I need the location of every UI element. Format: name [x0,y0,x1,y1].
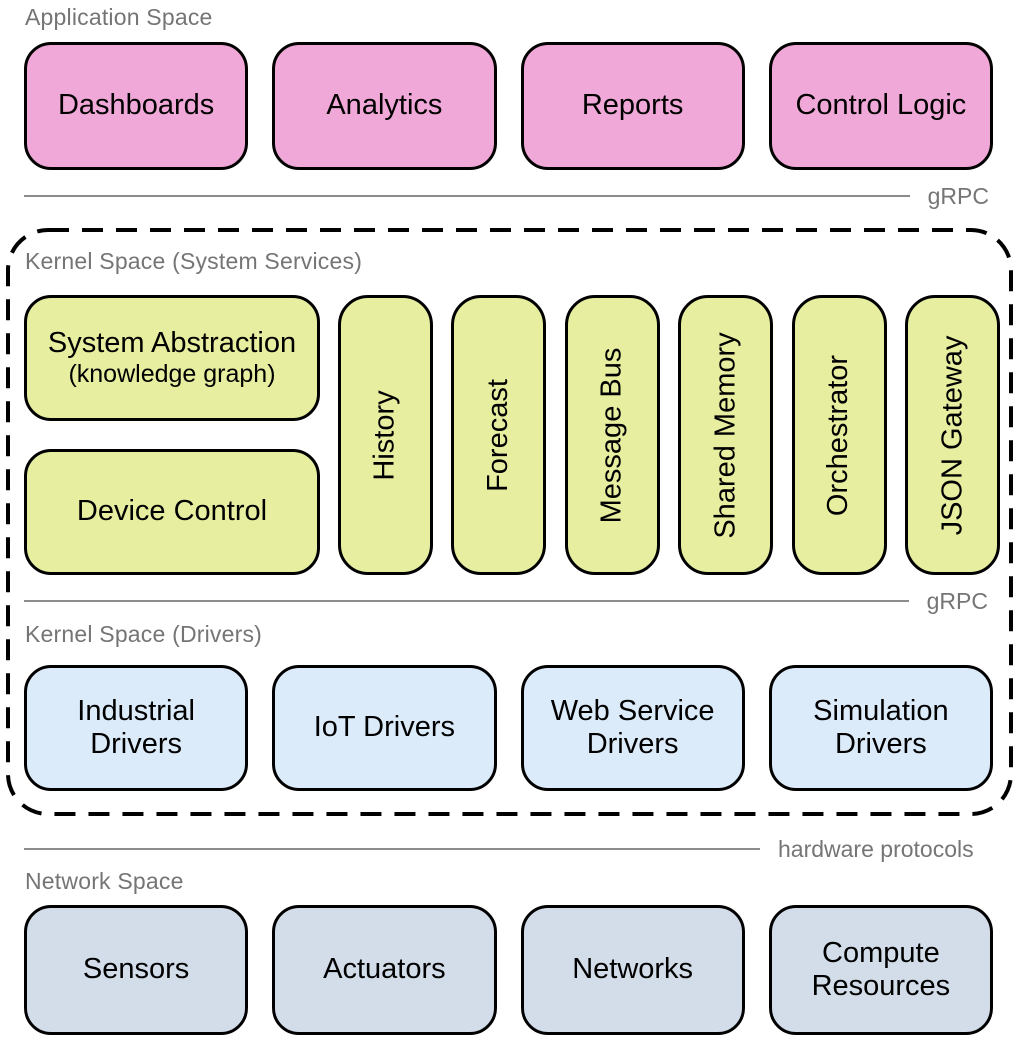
hardware-protocols-line [24,848,760,850]
reports-box: Reports [520,42,745,170]
forecast-label: Forecast [482,378,515,492]
networks-box: Networks [520,905,745,1035]
system-abstraction-subtitle: (knowledge graph) [68,360,276,389]
vertical-services-row: History Forecast Message Bus Shared Memo… [338,295,1000,575]
message-bus-label: Message Bus [595,347,628,523]
services-left-column: System Abstraction (knowledge graph) Dev… [24,295,320,575]
shared-memory-box: Shared Memory [678,295,774,575]
grpc-middle-separator: gRPC [24,587,988,615]
compute-resources-box: Compute Resources [768,905,993,1035]
hardware-protocols-label: hardware protocols [778,835,974,862]
kernel-services-label: Kernel Space (System Services) [25,248,363,274]
forecast-box: Forecast [451,295,547,575]
system-abstraction-title: System Abstraction [47,326,297,359]
kernel-drivers-label: Kernel Space (Drivers) [25,621,263,647]
grpc-top-separator: gRPC [24,182,989,210]
history-box: History [338,295,433,575]
control-logic-box: Control Logic [768,42,993,170]
grpc-middle-line [24,600,909,602]
kernel-dashed-container: Kernel Space (System Services) System Ab… [6,228,1013,816]
simulation-drivers-box: Simulation Drivers [768,665,993,791]
industrial-drivers-box: Industrial Drivers [24,665,249,791]
dashboards-box: Dashboards [24,42,249,170]
history-label: History [369,389,402,481]
grpc-middle-label: gRPC [926,587,988,614]
system-abstraction-box: System Abstraction (knowledge graph) [24,295,320,421]
sensors-box: Sensors [24,905,249,1035]
dashed-border [6,228,1013,816]
json-gateway-box: JSON Gateway [904,295,1000,575]
json-gateway-label: JSON Gateway [935,335,968,535]
kernel-drivers-row: Industrial Drivers IoT Drivers Web Servi… [24,665,993,791]
orchestrator-box: Orchestrator [791,295,887,575]
application-space-row: Dashboards Analytics Reports Control Log… [24,42,993,170]
actuators-box: Actuators [272,905,497,1035]
device-control-box: Device Control [24,449,320,575]
hardware-protocols-separator: hardware protocols [24,835,993,863]
analytics-box: Analytics [272,42,497,170]
orchestrator-label: Orchestrator [822,354,855,516]
network-space-row: Sensors Actuators Networks Compute Resou… [24,905,993,1035]
kernel-services-row: System Abstraction (knowledge graph) Dev… [24,295,1000,575]
iot-drivers-box: IoT Drivers [272,665,497,791]
grpc-top-line [24,195,910,197]
web-service-drivers-box: Web Service Drivers [520,665,745,791]
application-space-label: Application Space [25,4,213,30]
shared-memory-label: Shared Memory [709,331,742,539]
message-bus-box: Message Bus [564,295,660,575]
network-space-label: Network Space [25,868,184,894]
grpc-top-label: gRPC [927,182,989,209]
